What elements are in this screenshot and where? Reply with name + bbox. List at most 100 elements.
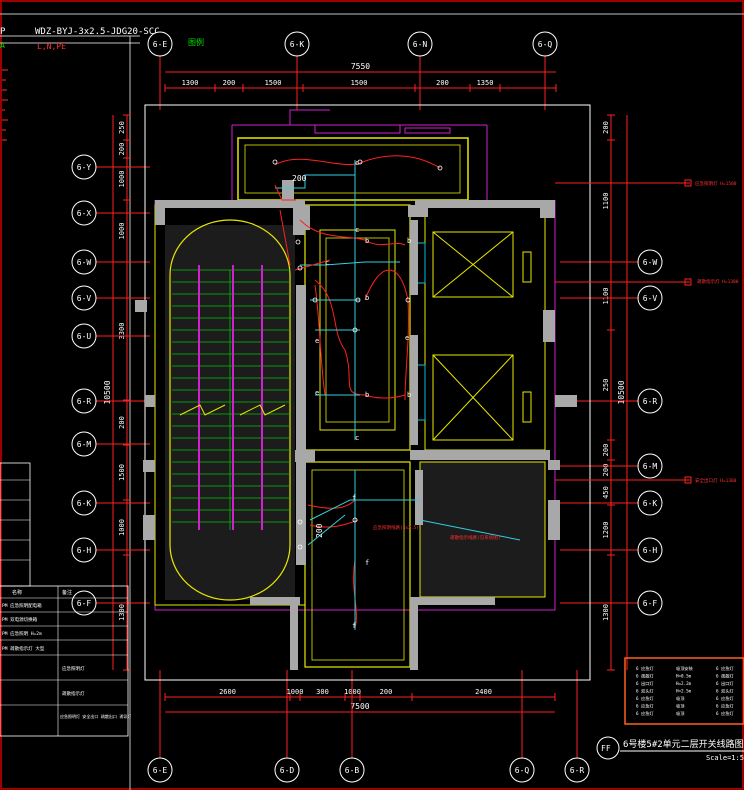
axis-right-5-label: 6-H [643,546,658,555]
concrete-walls [135,180,577,670]
axis-right-3-label: 6-M [643,462,658,471]
legend-tag: 图例 [188,37,204,47]
legend-row-6-c: 6 应急灯 [716,710,734,717]
symbol-switch_b-2: b [365,294,369,302]
legend-row-3-a: 6 双头灯 [636,688,654,695]
dim-right-seg-3: 250 [602,379,610,392]
fixture-point-0 [272,159,278,165]
symbol-switch_c-8: c [355,159,359,167]
axis-left-4: 6-U [71,323,97,349]
axis-left-4-label: 6-U [77,332,92,341]
dim-right-seg-8: 1300 [602,604,610,621]
fixture-point-9 [297,519,303,525]
dim-right-seg-4: 200 [602,444,610,457]
legend-row-5-a: 6 应急灯 [636,703,654,710]
axis-bottom-4: 6-R [564,757,590,783]
table-header-note: 备注 [62,589,72,596]
fixture-point-11 [352,517,358,523]
axis-left-2: 6-W [71,249,97,275]
symbol-switch_f-13: f [365,559,369,567]
center-shaft [304,204,411,451]
table-row-6: 疏散指示灯 [62,690,85,697]
fixture-point-2 [437,165,443,171]
dim-left-total: 10500 [103,380,112,404]
fixture-point-7 [352,327,358,333]
axis-bottom-3: 6-Q [509,757,535,783]
dim-left-seg-5: 200 [118,416,126,429]
table-row-5: 应急照明灯 [62,665,85,672]
symbol-switch_c-7: c [355,434,359,442]
lobby-dim: 200 [315,523,324,538]
legend-row-1-b: H=0.5m [676,674,692,679]
cable-spec: WDZ-BYJ-3x2.5-JDG20-SCC [35,27,160,37]
dim-bottom-seg-1: 1000 [287,688,304,696]
axis-right-6-label: 6-F [643,599,658,608]
axis-left-8-label: 6-H [77,546,92,555]
title-badge: FF [601,744,611,753]
dim-left-seg-1: 200 [118,143,126,156]
axis-left-3-label: 6-V [77,294,92,303]
red-note-1: 应急照明线路(3x2.5) [373,524,419,531]
axis-left-5-label: 6-R [77,397,92,406]
dim-top-seg-3: 1500 [351,79,368,87]
axis-top-1: 6-K [284,31,310,57]
axis-bottom-0: 6-E [147,757,173,783]
bottom-dimension-chain: 26001000300100020024007500 [164,688,556,713]
axis-left-7: 6-K [71,490,97,516]
dim-top-seg-2: 1500 [265,79,282,87]
dim-bottom-seg-4: 200 [380,688,393,696]
table-header-name: 名称 [12,589,22,596]
axis-bottom-4-label: 6-R [570,766,585,775]
phases-label: L,N,PE [37,42,66,51]
axis-right-4-label: 6-K [643,499,658,508]
dim-top-seg-4: 200 [436,79,449,87]
legend-row-4-c: 6 应急灯 [716,695,734,702]
axis-bottom-1-label: 6-D [280,766,295,775]
axis-right-2-label: 6-R [643,397,658,406]
table-row-1: PM 应急照明配电箱 [2,602,42,609]
legend-row-4-b: 吸顶 [676,696,685,702]
table-row-2: PM 双电源切换箱 [2,616,38,623]
axis-left-9: 6-F [71,590,97,616]
dim-left-seg-2: 1000 [118,171,126,188]
dim-top-total: 7550 [351,62,370,71]
legend-row-2-a: 6 出口灯 [636,680,654,687]
symbol-switch_b-4: b [407,391,411,399]
dim-top-seg-1: 200 [223,79,236,87]
fixture-point-1 [357,159,363,165]
symbol-switch_f-12: f [352,494,356,502]
axis-top-0-label: 6-E [153,40,168,49]
legend-row-2-c: 6 出口灯 [716,680,734,687]
legend-row-6-b: 吸顶 [676,711,685,717]
dim-bottom-seg-5: 2400 [475,688,492,696]
dim-left-seg-7: 1000 [118,519,126,536]
elevator-car-2 [432,354,514,441]
axis-left-8: 6-H [71,537,97,563]
fixture-point-4 [295,239,301,245]
axis-bottom-2-label: 6-B [345,766,360,775]
axis-left-0-label: 6-Y [77,163,92,172]
left-red-ticks [2,69,8,141]
legend-row-3-c: 6 双头灯 [716,688,734,695]
axis-top-3-label: 6-Q [538,40,553,49]
symbol-outlet_e-10: e [315,389,319,397]
axis-top-2: 6-N [407,31,433,57]
axis-right-1: 6-V [637,285,663,311]
symbol-switch_c-6: c [355,226,359,234]
elevator-block [424,204,546,451]
cyan-circuit [275,160,521,630]
axis-right-0-label: 6-W [643,258,658,267]
dim-right-seg-7: 1200 [602,522,610,539]
dim-left-seg-3: 1000 [118,223,126,240]
axis-grid-lines [96,56,638,758]
building-outline [144,104,591,681]
dim-left-seg-6: 1500 [118,464,126,481]
axis-left-3: 6-V [71,285,97,311]
dim-right-seg-0: 200 [602,121,610,134]
axis-bottom-0-label: 6-E [153,766,168,775]
